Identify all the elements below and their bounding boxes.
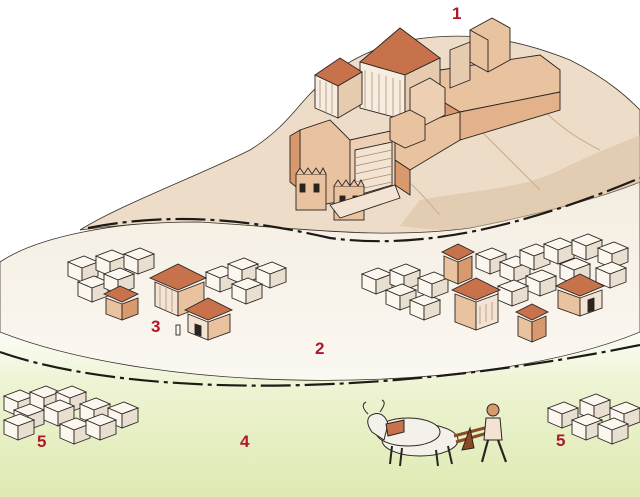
acropolis-boundary bbox=[87, 176, 640, 243]
fields-zone bbox=[0, 320, 640, 497]
label-village-left: 5 bbox=[37, 432, 47, 451]
label-lower-city: 2 bbox=[315, 339, 325, 358]
city-houses-right bbox=[360, 233, 630, 343]
plowing-scene bbox=[362, 399, 508, 467]
agora-houses bbox=[66, 247, 288, 341]
village-right-houses bbox=[546, 393, 640, 445]
hill-shade bbox=[400, 135, 640, 230]
label-agora: 3 bbox=[151, 317, 161, 336]
label-village-right: 5 bbox=[556, 431, 566, 450]
acropolis-complex bbox=[289, 17, 561, 221]
village-left-houses bbox=[2, 385, 140, 445]
label-acropolis: 1 bbox=[452, 4, 462, 23]
city-boundary bbox=[0, 343, 640, 387]
label-countryside: 4 bbox=[240, 432, 250, 451]
